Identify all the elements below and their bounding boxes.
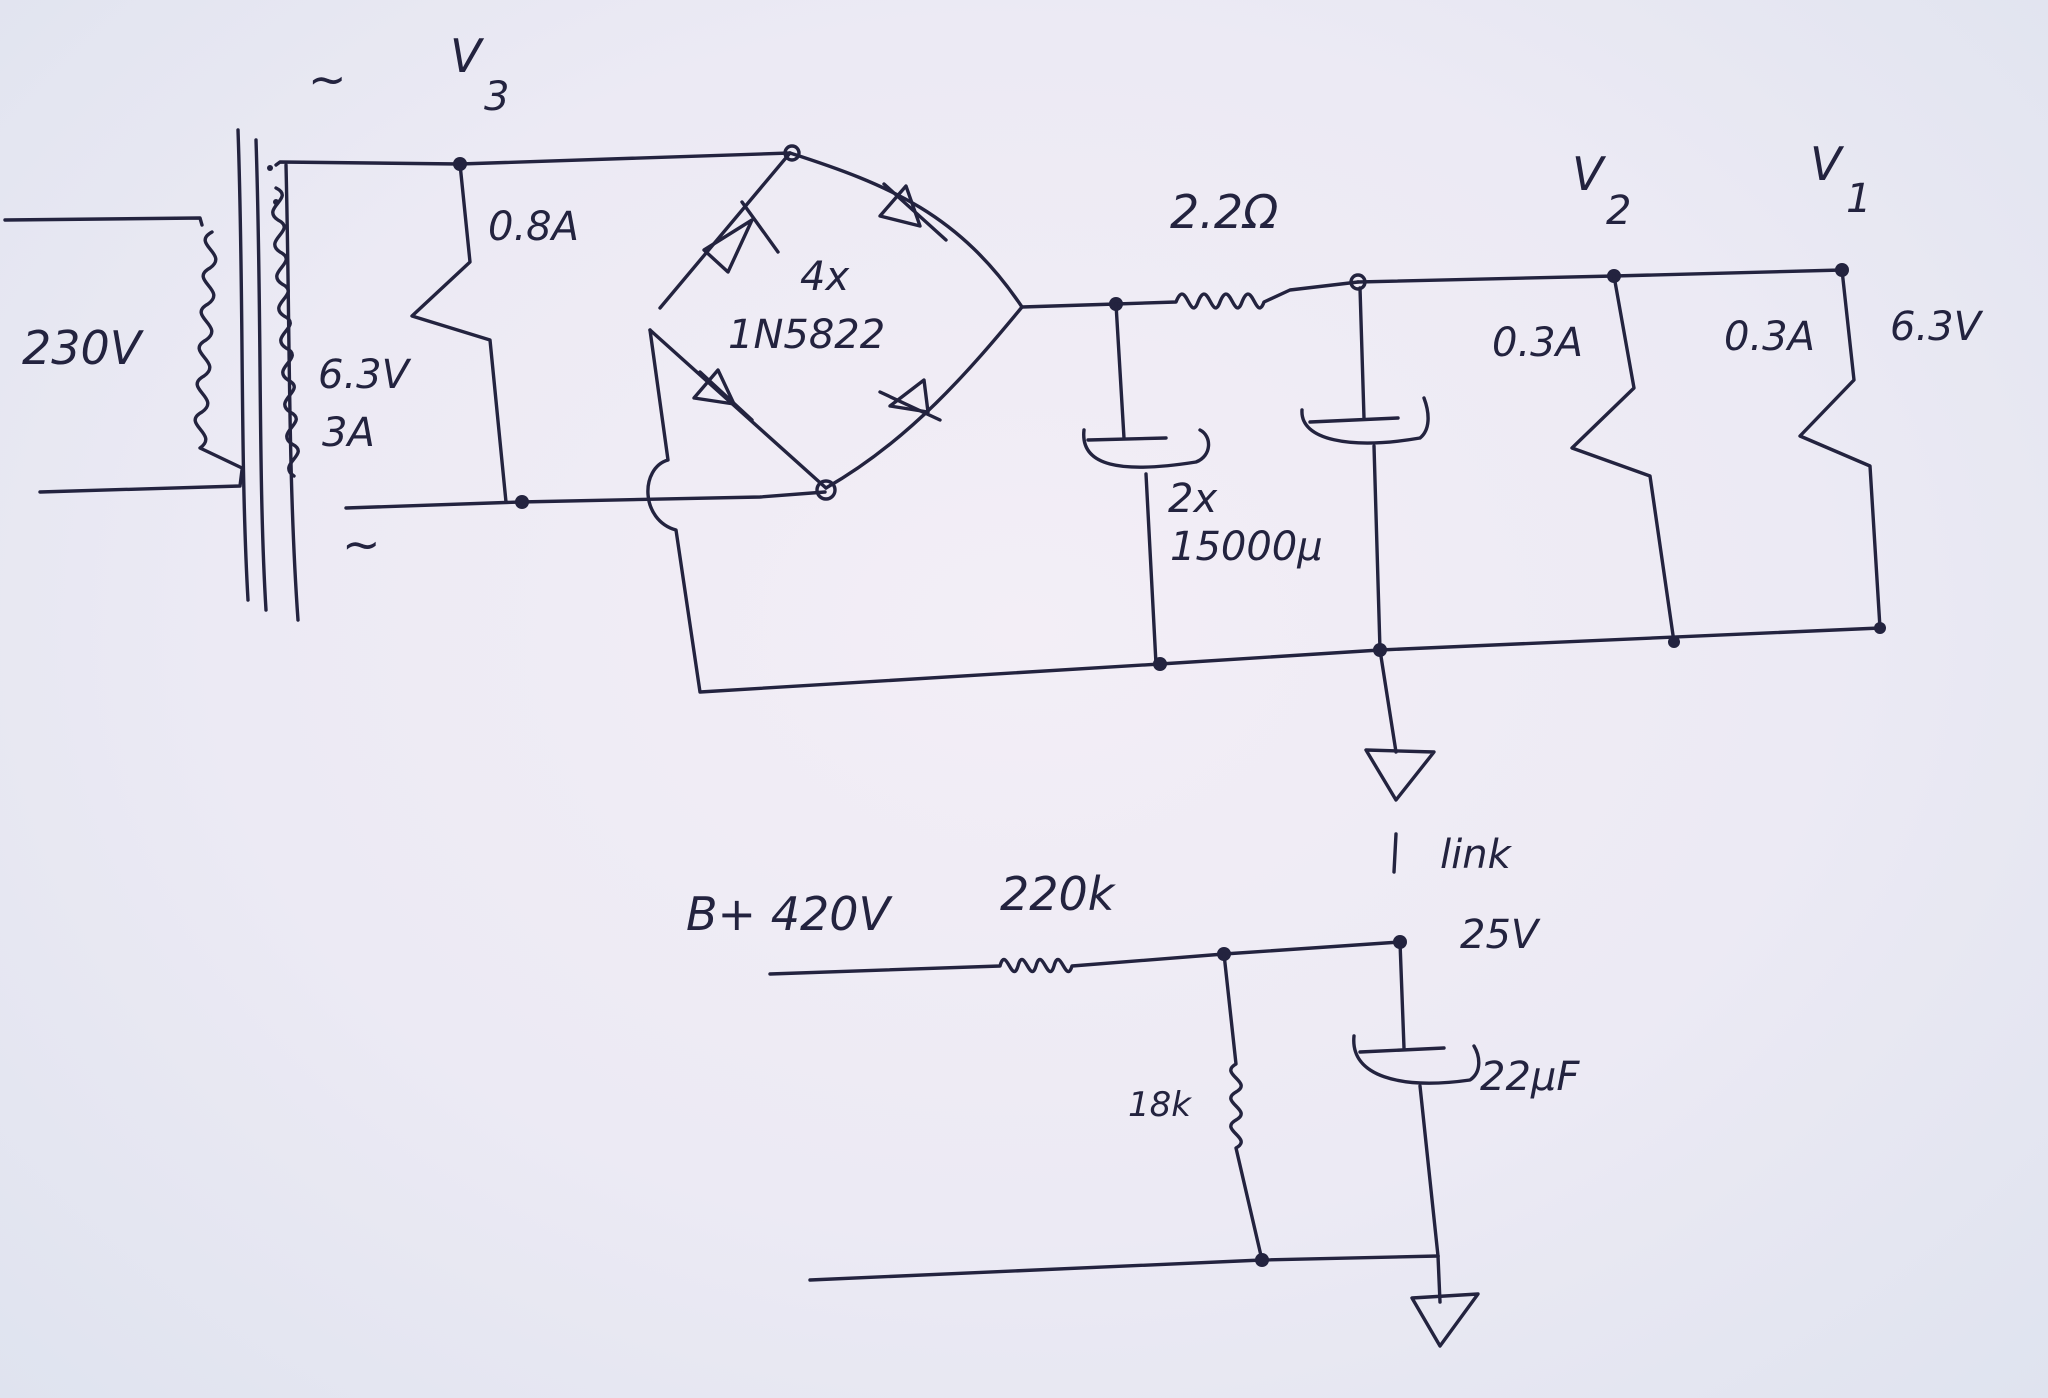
resistor-value-label: 2.2Ω (1170, 185, 1278, 239)
transformer-core-mid (254, 138, 268, 612)
winding-phase-dot (267, 165, 273, 171)
bplus-input-wire (768, 940, 1402, 976)
cap2-top-lead (1358, 286, 1366, 420)
v3-current-label: 0.8A (488, 204, 579, 250)
diode-type-label: 1N5822 (728, 312, 885, 358)
transformer-core-left (236, 128, 250, 602)
dc-negative-loop (646, 328, 1882, 694)
bridge-rectifier (648, 144, 1024, 501)
bridge-node-bottom (815, 479, 837, 501)
secondary-voltage-label: 6.3V (318, 352, 412, 398)
diode-top-left (702, 200, 780, 274)
link-label: link (1440, 832, 1513, 878)
filter-capacitor-2 (1300, 286, 1430, 657)
winding-phase-dot-2 (273, 199, 279, 205)
link-mark (1392, 832, 1398, 874)
bias-return-node (1255, 1253, 1269, 1267)
divider-bottom-label: 18k (1128, 1085, 1192, 1125)
bridge-arm-bottom-right (824, 305, 1024, 490)
resistor-18k (1222, 952, 1264, 1262)
cap-count-label: 2x (1168, 476, 1217, 522)
bridge-arm-top-left (658, 151, 792, 310)
transformer-core-right (284, 163, 300, 622)
top-rail (1356, 268, 1844, 284)
v2-bottom-node (1668, 636, 1680, 648)
bias-ground-lead (1436, 1254, 1442, 1304)
v3-label: V (450, 29, 485, 83)
transformer (3, 128, 300, 622)
primary-lead-top (3, 216, 204, 227)
v1-heater-filament (1798, 268, 1882, 630)
heater-voltage-label: 6.3V (1890, 304, 1984, 350)
primary-winding (193, 230, 244, 470)
filter-capacitor-1 (1082, 302, 1211, 671)
dc-positive-wire (1020, 302, 1118, 309)
bias-capacitor (1352, 940, 1481, 1258)
diode-top-right (878, 182, 948, 242)
v1-current-label: 0.3A (1724, 314, 1815, 360)
v2-subscript: 2 (1606, 188, 1631, 234)
divider-top-label: 220k (1000, 867, 1117, 921)
diode-bottom-right (878, 378, 942, 422)
tilde-bottom-label: ~ (342, 517, 381, 571)
secondary-bottom-wire (344, 490, 827, 510)
v2-heater-filament (1570, 274, 1676, 644)
ground-symbol-top (1364, 748, 1436, 802)
v3-heater-filament (410, 162, 508, 504)
bridge-node-top (783, 144, 801, 162)
mains-voltage-label: 230V (22, 321, 145, 375)
v1-label: V (1810, 137, 1845, 191)
secondary-current-label: 3A (322, 410, 375, 456)
resistor-2r2 (1114, 280, 1360, 310)
v1-subscript: 1 (1846, 176, 1871, 222)
cap-value-label: 15000µ (1170, 524, 1323, 570)
diode-count-label: 4x (800, 254, 849, 300)
primary-lead-bottom (38, 468, 244, 494)
v1-bottom-node (1874, 622, 1886, 634)
v3-bottom-node (515, 495, 529, 509)
bias-return-wire (808, 1254, 1440, 1282)
diode-bottom-left (692, 368, 754, 422)
tilde-top-label: ~ (308, 52, 347, 106)
ground-symbol-bottom (1410, 1292, 1480, 1348)
bplus-label: B+ 420V (686, 887, 894, 941)
v2-label: V (1572, 147, 1607, 201)
secondary-winding (271, 186, 300, 478)
secondary-top-wire (274, 151, 792, 167)
bridge-arm-top-right (788, 151, 1024, 309)
bias-cap-label: 22µF (1480, 1054, 1580, 1100)
v2-current-label: 0.3A (1492, 320, 1583, 366)
ground-lead (1378, 648, 1398, 754)
v3-subscript: 3 (484, 74, 509, 120)
link-voltage-label: 25V (1460, 912, 1541, 958)
